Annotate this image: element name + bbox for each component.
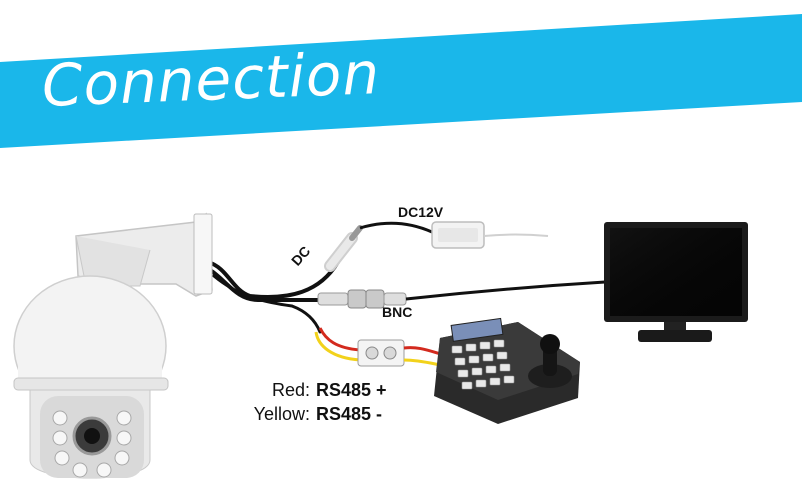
legend-key-yellow: Yellow: — [253, 404, 310, 424]
bnc-label: BNC — [382, 304, 413, 320]
dc12v-cable — [359, 221, 433, 234]
legend-row: Yellow: RS485 - — [190, 404, 430, 428]
ptz-dome-camera — [13, 275, 169, 479]
legend-key-red: Red: — [271, 380, 310, 400]
dc-connector — [324, 225, 363, 272]
rs485-red-wire — [318, 327, 361, 352]
legend-row: Red: RS485 + — [190, 380, 430, 404]
legend: Red: RS485 + Yellow: RS485 - — [190, 380, 430, 428]
wall-mount-bracket — [75, 212, 213, 297]
legend-value-yellow: RS485 - — [316, 404, 383, 424]
terminal-block — [357, 339, 405, 367]
data-cable — [212, 274, 322, 334]
bnc-connector — [317, 289, 407, 309]
power-cable — [206, 260, 340, 299]
monitor — [604, 222, 748, 342]
banner-stripe — [0, 14, 802, 148]
power-adapter — [431, 221, 549, 249]
bnc-cable — [405, 280, 606, 301]
rs485-yellow-wire — [314, 331, 361, 362]
cable-bundle — [206, 260, 340, 334]
banner — [0, 14, 802, 148]
ptz-controller-keyboard — [434, 317, 580, 424]
legend-value-red: RS485 + — [316, 380, 387, 400]
dc12v-label: DC12V — [398, 204, 444, 220]
